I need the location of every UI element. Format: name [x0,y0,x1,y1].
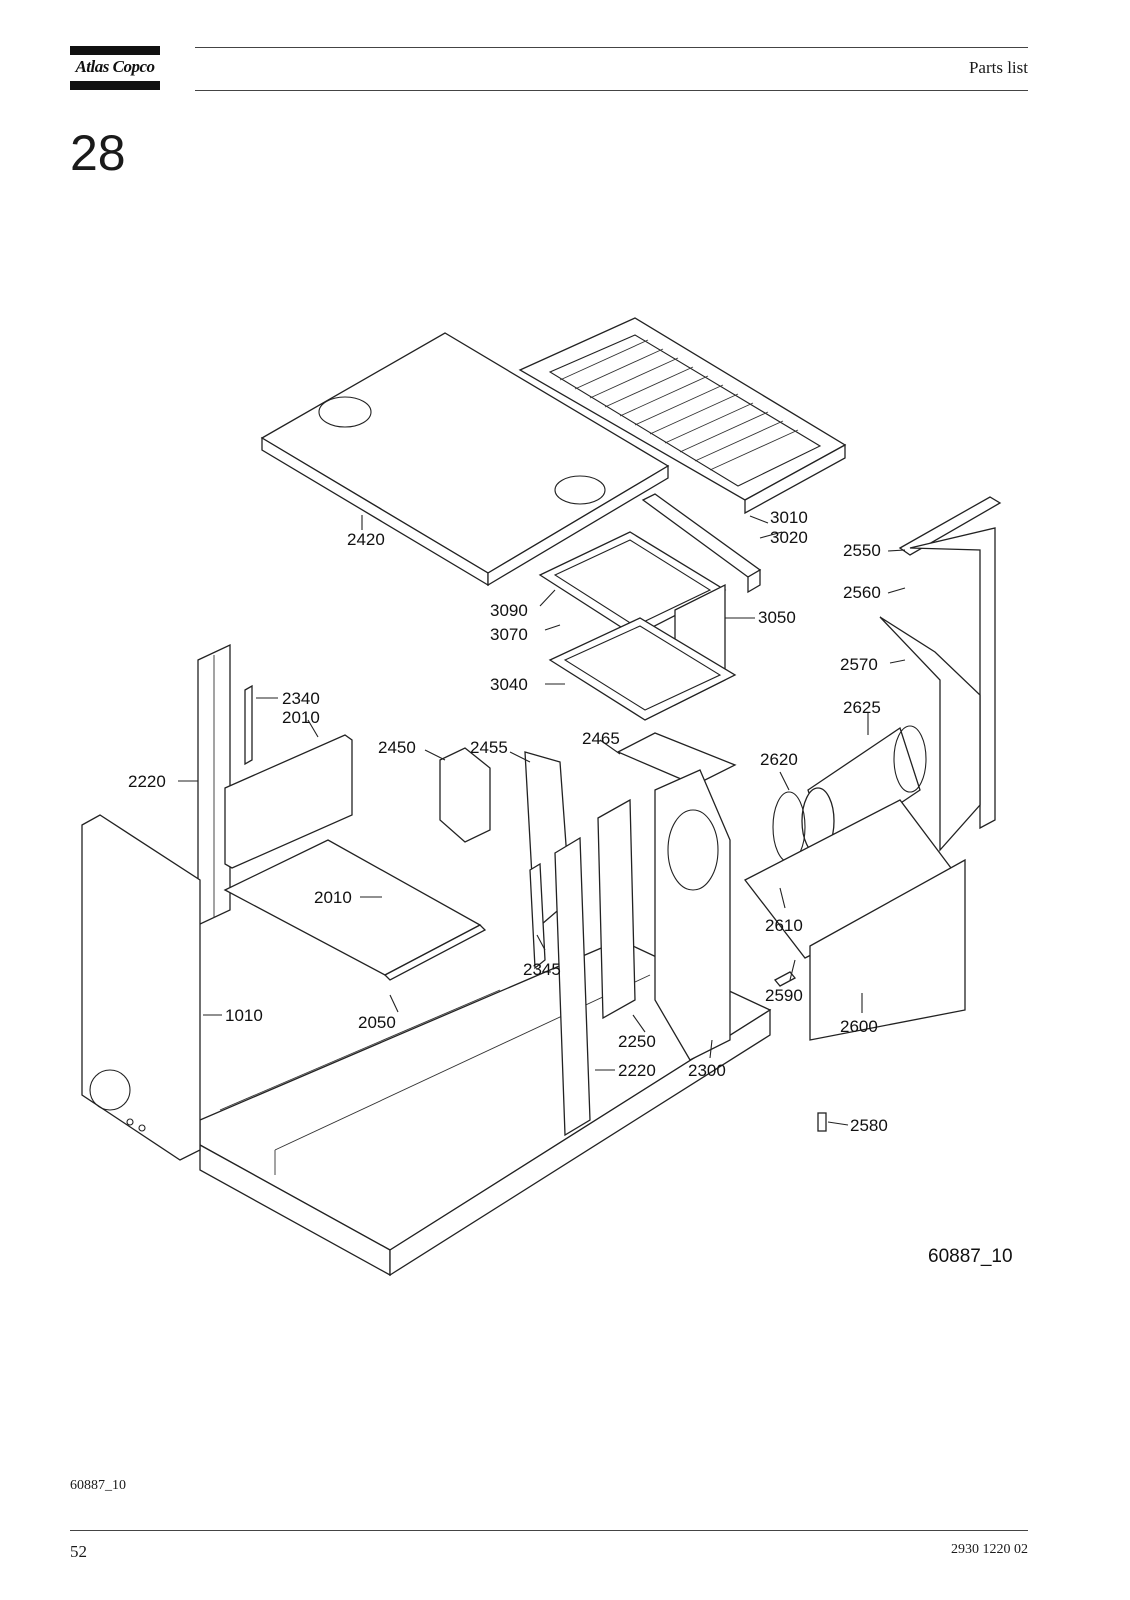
label-3040: 3040 [490,675,528,694]
part-2550-bracket [898,496,1002,556]
part-2010-panel-upper [224,734,353,869]
header-title: Parts list [968,58,1028,77]
part-1010-side-panel [81,814,201,1161]
leader-lines [178,515,906,1126]
label-3020: 3020 [770,528,808,547]
label-2450: 2450 [378,738,416,757]
label-3010: 3010 [770,508,808,527]
label-2610: 2610 [765,916,803,935]
part-2300-fan-frame [654,769,731,1061]
part-2010-shelf [223,839,482,976]
footer-figure-ref: 60887_10 [70,1478,126,1493]
part-2050-rail [383,924,487,981]
label-3050: 3050 [758,608,796,627]
label-2220-left: 2220 [128,772,166,791]
base-frame [199,939,772,1277]
label-2590: 2590 [765,986,803,1005]
part-2340-strip [244,684,253,766]
document-number: 2930 1220 02 [951,1542,1028,1557]
footer-rule [70,1530,1028,1531]
label-1010: 1010 [225,1006,263,1025]
part-2220-left-post [197,643,231,927]
drawing-reference: 60887_10 [928,1246,1013,1267]
label-3070: 3070 [490,625,528,644]
part-2220-center-post [554,836,591,1137]
section-number: 28 [70,125,126,181]
label-2345: 2345 [523,960,561,979]
label-2465: 2465 [582,729,620,748]
label-2580: 2580 [850,1116,888,1135]
label-2560: 2560 [843,583,881,602]
part-2450-box [439,747,491,843]
label-2010-lower: 2010 [314,888,352,907]
part-3040-frame [548,617,737,721]
label-2570: 2570 [840,655,878,674]
part-2250-panel [597,798,636,1020]
label-2250: 2250 [618,1032,656,1051]
label-2010-upper: 2010 [282,708,320,727]
part-2570-side-panel [879,616,981,852]
part-2600-door [809,858,966,1041]
header-rule-top [195,47,1028,48]
logo-wordmark: Atlas Copco [75,57,155,76]
part-2465-plate [616,732,737,786]
part-2580-small-clip [817,1112,827,1132]
part-2420-roof-panel [260,332,670,587]
label-2620: 2620 [760,750,798,769]
label-3090: 3090 [490,601,528,620]
label-2300: 2300 [688,1061,726,1080]
page-number: 52 [70,1542,87,1561]
part-2560-side-frame [909,527,996,830]
atlas-copco-logo: Atlas Copco [70,46,160,90]
header-rule-bottom [195,90,1028,91]
label-2220-center: 2220 [618,1061,656,1080]
label-2625: 2625 [843,698,881,717]
logo-bar-top [70,46,160,55]
label-2420: 2420 [347,530,385,549]
label-2600: 2600 [840,1017,878,1036]
label-2550: 2550 [843,541,881,560]
logo-bar-bottom [70,81,160,90]
part-2590-clip [773,971,797,987]
label-2455: 2455 [470,738,508,757]
part-3010-grille [518,317,847,515]
part-3020-rail [641,493,762,594]
label-2050: 2050 [358,1013,396,1032]
label-2340: 2340 [282,689,320,708]
